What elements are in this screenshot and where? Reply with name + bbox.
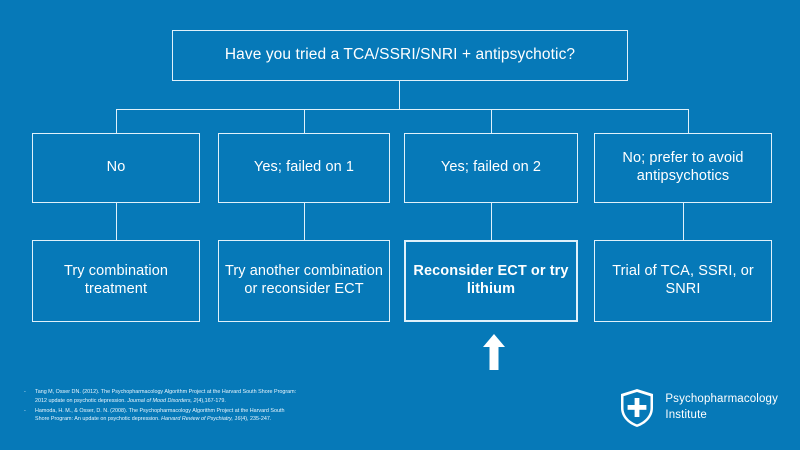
reference-line-2-pre: 2012 update on psychotic depression. [35,397,128,404]
reference-line-2-post: (4), 235-247. [240,416,272,423]
reference-line-2-journal: Journal of Mood Disorders, 2 [127,397,197,404]
reference-line-2-journal: Harvard Review of Psychiatry, 16 [161,416,241,423]
branch-action-box-2: Try another combination or reconsider EC… [218,240,390,322]
connector-branch-1-to-action-1 [116,203,117,240]
reference-line-2-pre: Shore Program: An update on psychotic de… [35,416,162,423]
slide-footer: - Tang M, Osser DN. (2012). The Psychoph… [0,380,800,450]
reference-bullet: - [24,407,26,414]
connector-bar-to-branch-2 [304,109,305,133]
reference-line-2-post: (4),167-179. [196,397,226,404]
brand-name-line-1: Psychopharmacology [665,393,778,406]
branch-action-box-4: Trial of TCA, SSRI, or SNRI [594,240,772,322]
connector-branch-2-to-action-2 [304,203,305,240]
connector-branch-3-to-action-3 [491,203,492,240]
connector-bar-to-branch-4 [688,109,689,133]
shield-cross-icon [621,389,654,427]
branch-action-box-3-highlighted: Reconsider ECT or try lithium [404,240,578,322]
references-list: - Tang M, Osser DN. (2012). The Psychoph… [22,388,442,425]
root-question-box: Have you tried a TCA/SSRI/SNRI + antipsy… [172,30,628,81]
up-arrow-icon [483,334,505,370]
reference-item: - Hamoda, H. M., & Osser, D. N. (2008). … [22,407,442,425]
decision-tree-flowchart: Have you tried a TCA/SSRI/SNRI + antipsy… [32,30,772,370]
connector-distribution-bar [116,109,688,110]
branch-answer-box-2: Yes; failed on 1 [218,133,390,203]
reference-line-1: Tang M, Osser DN. (2012). The Psychophar… [35,389,297,395]
brand-logo: Psychopharmacology Institute [620,388,778,428]
branch-answer-box-1: No [32,133,200,203]
brand-name-line-2: Institute [665,409,707,421]
reference-item: - Tang M, Osser DN. (2012). The Psychoph… [22,388,442,406]
reference-line-1: Hamoda, H. M., & Osser, D. N. (2008). Th… [35,407,285,414]
connector-bar-to-branch-3 [491,109,492,133]
connector-root-stem [399,81,400,109]
branch-action-box-1: Try combination treatment [32,240,200,322]
branch-answer-box-4: No; prefer to avoid antipsychotics [594,133,772,203]
reference-bullet: - [24,389,26,395]
branch-answer-box-3: Yes; failed on 2 [404,133,578,203]
connector-bar-to-branch-1 [116,109,117,133]
connector-branch-4-to-action-4 [683,203,684,240]
brand-name: Psychopharmacology Institute [665,392,778,423]
